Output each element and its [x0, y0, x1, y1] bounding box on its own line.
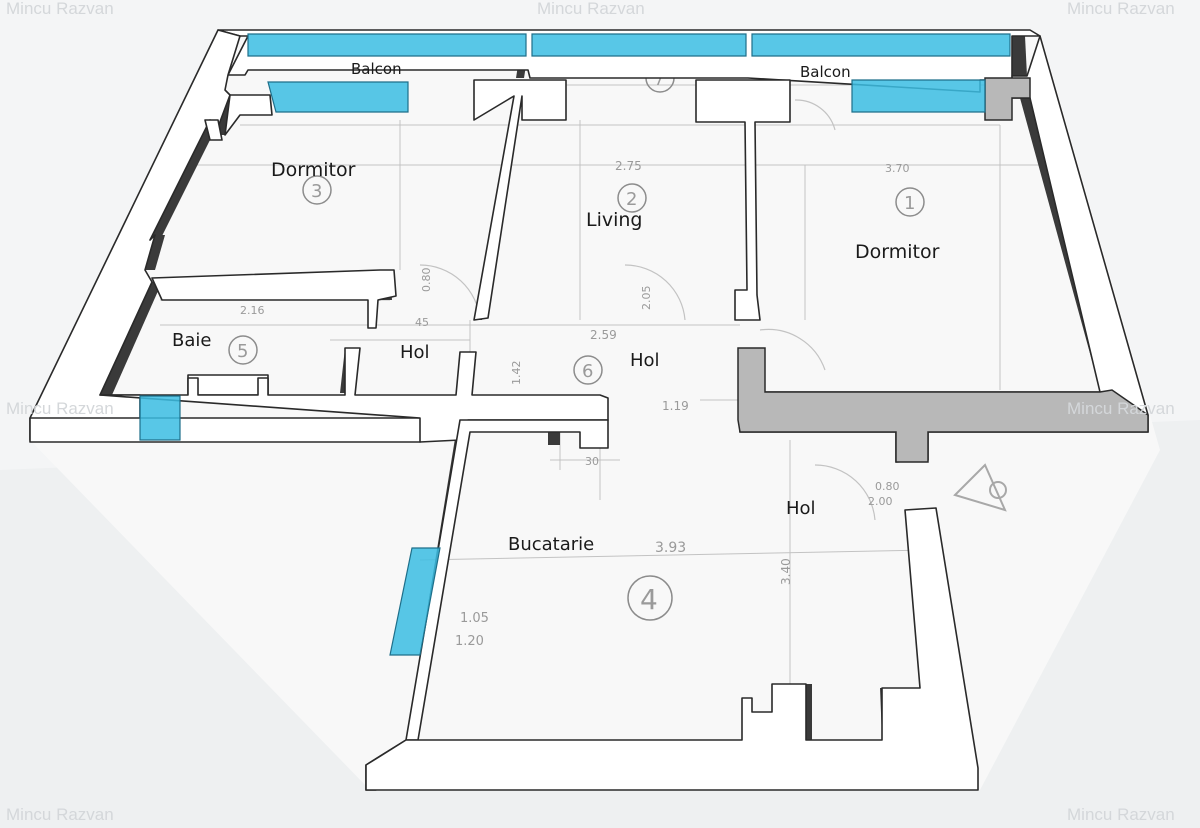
wall-living-left — [473, 79, 567, 321]
room-number-6: 6 — [582, 361, 593, 382]
label-balcon-left: Balcon — [351, 60, 402, 78]
wall-baie-bottom — [29, 417, 431, 443]
window-balcon-top-3 — [751, 33, 1011, 57]
dim-205: 2.05 — [640, 286, 653, 311]
dim-142: 1.42 — [510, 361, 523, 386]
dim-30: 30 — [585, 455, 599, 468]
label-hol-small: Hol — [400, 342, 430, 363]
room-number-4: 4 — [640, 583, 658, 616]
window-balcon-top-1 — [247, 33, 527, 57]
room-number-2: 2 — [626, 189, 637, 210]
dim-393: 3.93 — [655, 540, 686, 556]
label-hol-right: Hol — [786, 498, 816, 519]
dim-119: 1.19 — [662, 399, 689, 413]
label-balcon-right: Balcon — [800, 63, 851, 81]
room-number-5: 5 — [237, 341, 248, 362]
watermark-bottom-right: Mincu Razvan — [1067, 805, 1175, 824]
dim-080: 0.80 — [420, 268, 433, 293]
wall-kitchen-bottom — [365, 507, 979, 791]
dim-105: 1.05 — [460, 611, 489, 626]
gray-wall-hol — [737, 77, 1149, 463]
room-number-1: 1 — [904, 193, 915, 214]
window-dormitor-right — [851, 79, 986, 113]
watermark-top-center: Mincu Razvan — [537, 0, 645, 18]
watermark-mid-left: Mincu Razvan — [6, 399, 114, 418]
watermark-bottom-left: Mincu Razvan — [6, 805, 114, 824]
label-hol-center: Hol — [630, 350, 660, 371]
label-dormitor-right: Dormitor — [855, 241, 940, 263]
dim-370: 3.70 — [885, 162, 910, 175]
compass-mark — [953, 463, 1007, 512]
label-dormitor-left: Dormitor — [271, 159, 356, 181]
dim-340: 3.40 — [779, 558, 793, 585]
room-number-7: 7 — [654, 70, 664, 89]
window-baie — [139, 395, 181, 441]
wall-living-right — [695, 79, 791, 321]
watermark-top-left: Mincu Razvan — [6, 0, 114, 18]
dim-275: 2.75 — [615, 159, 642, 173]
wall-baie-niche — [187, 374, 269, 396]
dim-200: 2.00 — [868, 495, 893, 508]
label-bucatarie: Bucatarie — [508, 534, 594, 555]
dim-080b: 0.80 — [875, 480, 900, 493]
wall-dormitor-left-top — [224, 94, 273, 136]
wall-baie-top — [151, 269, 397, 329]
windows-glass — [139, 33, 1011, 656]
dim-216: 2.16 — [240, 304, 265, 317]
dim-120: 1.20 — [455, 634, 484, 649]
wall-dormitor-left-step — [204, 119, 223, 141]
label-living: Living — [586, 209, 643, 231]
window-dormitor-left — [267, 81, 409, 113]
label-baie: Baie — [172, 330, 211, 351]
room-number-3: 3 — [311, 181, 322, 202]
dim-45: 45 — [415, 316, 429, 329]
watermark-mid-right: Mincu Razvan — [1067, 399, 1175, 418]
window-balcon-top-2 — [531, 33, 747, 57]
dim-259: 2.59 — [590, 328, 617, 342]
window-bucatarie — [389, 547, 441, 656]
watermark-top-right: Mincu Razvan — [1067, 0, 1175, 18]
